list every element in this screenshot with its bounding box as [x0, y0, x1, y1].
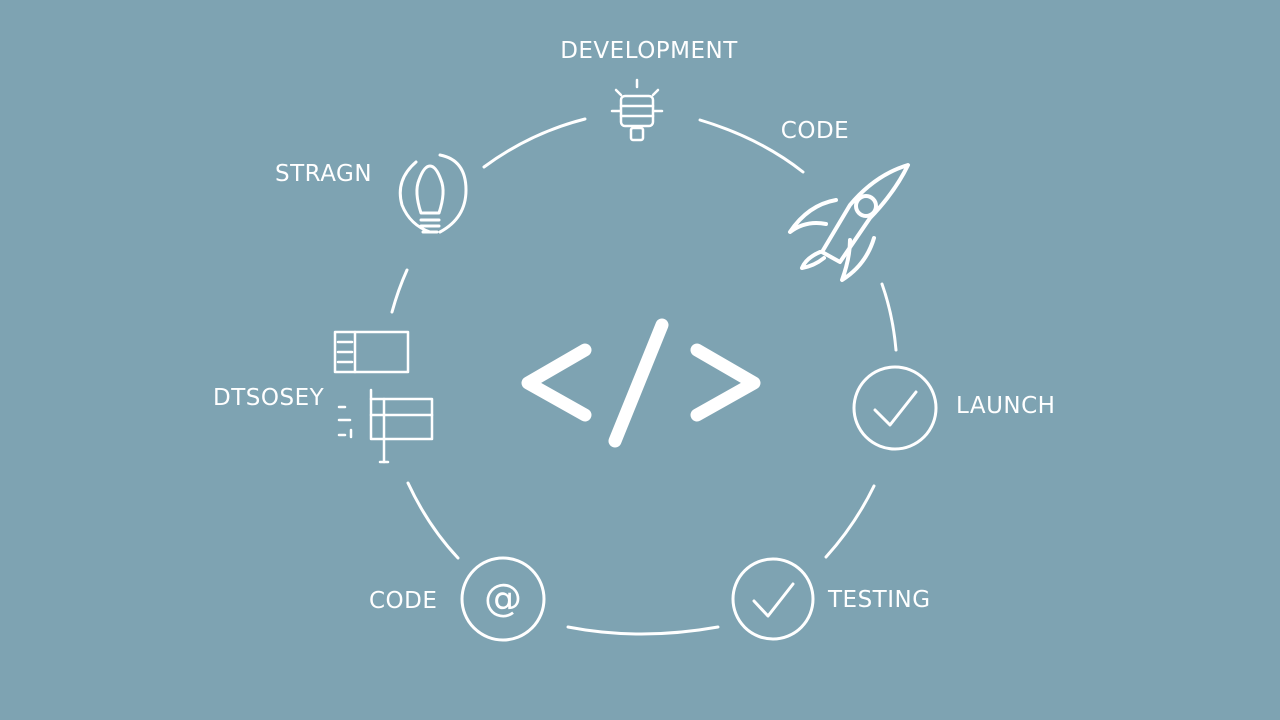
rocket-icon — [788, 163, 910, 282]
ring-segment-bottom — [566, 625, 720, 636]
wireframe-icon — [333, 330, 434, 464]
label-design: DTSOSEY — [213, 385, 325, 411]
label-development: DEVELOPMENT — [560, 38, 738, 64]
checkmark-circle-icon — [852, 365, 938, 451]
label-launch: LAUNCH — [956, 393, 1055, 419]
label-code-top: CODE — [781, 118, 849, 144]
at-sign-icon: @ — [460, 556, 546, 642]
label-code-bottom: CODE — [369, 588, 437, 614]
svg-text:@: @ — [484, 576, 522, 620]
lightbulb-icon — [398, 153, 468, 234]
lamp-icon — [610, 78, 664, 142]
ring-segment-top-left — [482, 117, 587, 169]
checkmark-circle-icon — [731, 557, 815, 641]
code-brackets-icon — [521, 318, 761, 448]
ring-segment-right-upper — [880, 282, 898, 352]
ring-segment-right-lower — [824, 484, 876, 559]
ring-segment-top-right — [698, 118, 805, 174]
cycle-ring — [390, 117, 898, 636]
ring-segment-left-lower — [406, 481, 460, 560]
label-testing: TESTING — [827, 587, 931, 613]
label-strategy: STRAGN — [275, 161, 372, 187]
ring-segment-left-upper — [390, 268, 409, 314]
